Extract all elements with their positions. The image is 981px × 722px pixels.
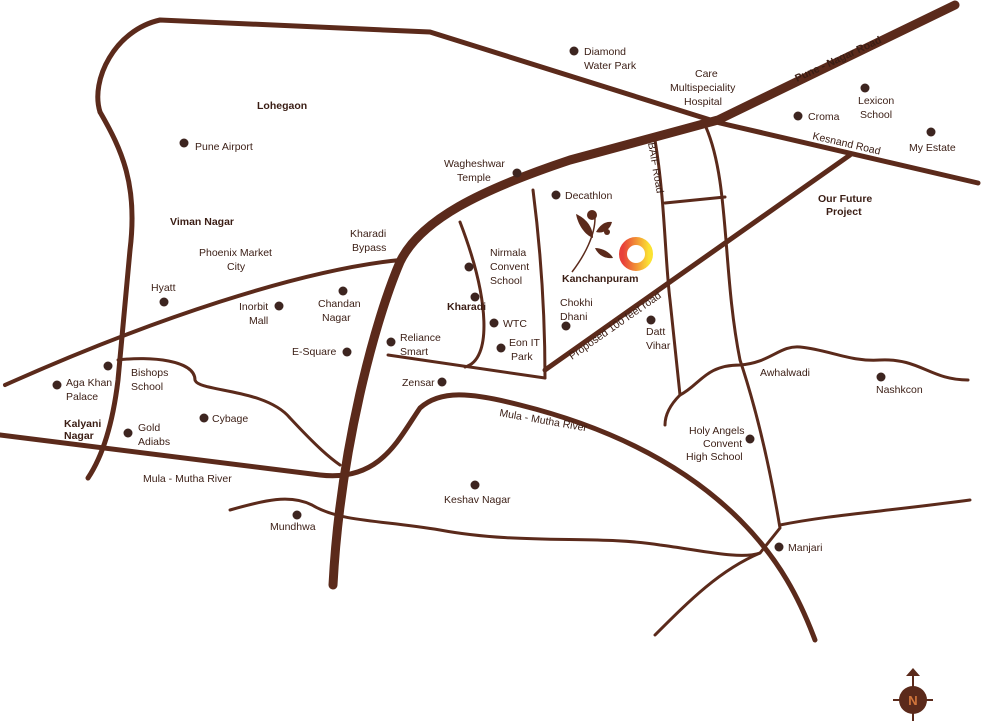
manjari-road (653, 123, 782, 637)
bishops-loop (116, 357, 342, 467)
place-care-2: Multispeciality (670, 82, 736, 94)
nirmala-loop (458, 220, 486, 369)
place-reliance-2: Smart (400, 346, 428, 358)
place-lexicon: Lexicon (858, 95, 894, 107)
place-bishops: Bishops (131, 367, 168, 379)
place-care-3: Hospital (684, 96, 722, 108)
area-viman-nagar: Viman Nagar (170, 216, 234, 228)
awhalwadi-road (678, 345, 970, 397)
place-diamond: Diamond (584, 46, 626, 58)
place-awhalwadi: Awhalwadi (760, 367, 810, 379)
place-nashkcon: Nashkcon (876, 384, 923, 396)
place-cybage: Cybage (212, 413, 248, 425)
place-wtc: WTC (503, 318, 527, 330)
place-pune-airport: Pune Airport (195, 141, 253, 153)
place-dots (52, 46, 936, 552)
east-road (778, 498, 972, 527)
place-lexicon-2: School (860, 109, 892, 121)
logo-ring (619, 237, 653, 271)
place-inorbit-2: Mall (249, 315, 268, 327)
place-wagheshwar: Wagheshwar (444, 158, 505, 170)
river-label-west: Mula - Mutha River (143, 473, 232, 485)
logo-text: Kanchanpuram (562, 273, 638, 285)
roads (0, 0, 981, 643)
area-lohegaon: Lohegaon (257, 100, 307, 112)
place-gold-2: Adiabs (138, 436, 170, 448)
kanchanpuram-logo: Kanchanpuram (562, 210, 653, 285)
place-labels: Diamond Water Park Care Multispeciality … (66, 46, 956, 554)
mula-mutha-river (0, 392, 818, 643)
proposed-road (542, 152, 853, 373)
place-croma: Croma (808, 111, 840, 123)
place-gold: Gold (138, 422, 160, 434)
place-nirmala: Nirmala (490, 247, 526, 259)
place-chokhi: Chokhi (560, 297, 593, 309)
place-kharadi-bypass: Kharadi (350, 228, 386, 240)
future-project-label: Our Future (818, 193, 872, 205)
place-eon-2: Park (511, 351, 533, 363)
baif-road (653, 138, 682, 397)
place-kharadi-bypass-2: Bypass (352, 242, 386, 254)
kharadi-bypass-road (3, 258, 402, 387)
area-kharadi: Kharadi (447, 301, 486, 313)
place-aga-khan: Aga Khan (66, 377, 112, 389)
kesnand-road (95, 17, 981, 186)
connector (663, 195, 727, 205)
area-kalyani: Kalyani (64, 418, 101, 430)
leaf-icon (571, 210, 613, 273)
place-chandan: Chandan (318, 298, 361, 310)
place-wagheshwar-2: Temple (457, 172, 491, 184)
compass-letter: N (908, 693, 917, 708)
place-nirmala-2: Convent (490, 261, 529, 273)
place-mundhwa: Mundhwa (270, 521, 316, 533)
holy-angels-road (663, 393, 682, 427)
place-reliance: Reliance (400, 332, 441, 344)
place-hyatt: Hyatt (151, 282, 176, 294)
place-chandan-2: Nagar (322, 312, 351, 324)
place-eon: Eon IT (509, 337, 541, 349)
baif-road-label: BAIF Road (645, 141, 666, 194)
future-project-label-2: Project (826, 206, 862, 218)
area-labels: Lohegaon Viman Nagar Kalyani Nagar Khara… (64, 100, 872, 442)
place-care: Care (695, 68, 718, 80)
north-compass-icon: N (893, 668, 933, 721)
mundhwa-road (228, 497, 762, 557)
place-decathlon: Decathlon (565, 190, 612, 202)
area-kalyani-2: Nagar (64, 430, 94, 442)
place-zensar: Zensar (402, 377, 435, 389)
pune-nagar-road-label: Pune - Nagar Road (793, 34, 883, 85)
place-datt: Datt (646, 326, 665, 338)
place-manjari: Manjari (788, 542, 822, 554)
place-holy-angels-3: High School (686, 451, 743, 463)
place-bishops-2: School (131, 381, 163, 393)
pune-nagar-road (328, 0, 960, 590)
place-chokhi-2: Dhani (560, 311, 587, 323)
place-datt-2: Vihar (646, 340, 671, 352)
place-esquare: E-Square (292, 346, 337, 358)
decathlon-road (531, 188, 547, 380)
western-road (85, 109, 135, 481)
place-holy-angels-2: Convent (703, 438, 742, 450)
place-aga-khan-2: Palace (66, 391, 98, 403)
place-holy-angels: Holy Angels (689, 425, 744, 437)
place-inorbit: Inorbit (239, 301, 268, 313)
road-labels: Pune - Nagar Road Kesnand Road BAIF Road… (143, 34, 883, 485)
place-phoenix-2: City (227, 261, 246, 273)
place-diamond-2: Water Park (584, 60, 637, 72)
place-nirmala-3: School (490, 275, 522, 287)
place-my-estate: My Estate (909, 142, 956, 154)
place-phoenix: Phoenix Market (199, 247, 272, 259)
place-keshav-nagar: Keshav Nagar (444, 494, 511, 506)
